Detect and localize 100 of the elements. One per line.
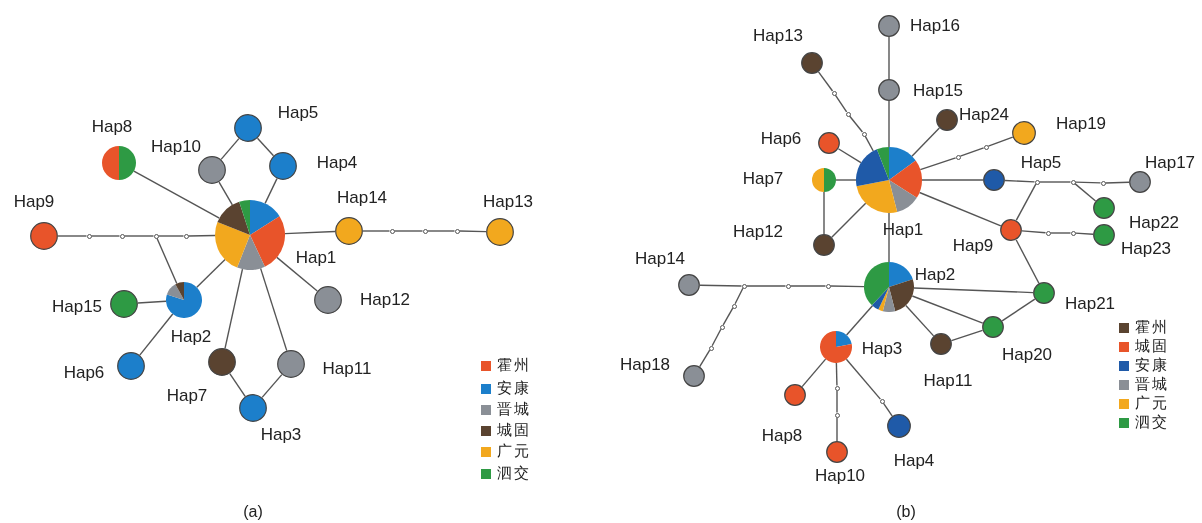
connector-line bbox=[711, 328, 722, 347]
connector-line bbox=[256, 137, 275, 157]
haplotype-label: Hap21 bbox=[1064, 294, 1116, 312]
haplotype-circle bbox=[314, 286, 342, 314]
haplotype-circle bbox=[239, 394, 267, 422]
haplotype-circle bbox=[887, 414, 911, 438]
legend-label: 霍州 bbox=[497, 358, 531, 373]
legend-label: 城固 bbox=[497, 423, 531, 438]
haplotype-circle bbox=[813, 234, 835, 256]
haplotype-label: Hap2 bbox=[914, 265, 956, 283]
haplotype-circle bbox=[678, 274, 700, 296]
haplotype-pie bbox=[820, 331, 852, 363]
connector-line bbox=[220, 137, 240, 161]
haplotype-label: Hap5 bbox=[1020, 153, 1062, 171]
connector-line bbox=[1049, 232, 1072, 234]
connector-line bbox=[921, 179, 984, 181]
haplotype-label: Hap18 bbox=[619, 355, 671, 373]
haplotype-label: Hap1 bbox=[882, 220, 924, 238]
haplotype-label: Hap11 bbox=[322, 359, 372, 377]
connector-line bbox=[133, 170, 221, 219]
connector-line bbox=[836, 416, 838, 442]
haplotype-pie bbox=[215, 200, 285, 270]
haplotype-label: Hap13 bbox=[752, 26, 804, 44]
legend-label: 泗交 bbox=[1135, 415, 1169, 430]
haplotype-label: Hap1 bbox=[295, 248, 337, 266]
connector-line bbox=[913, 287, 1034, 294]
connector-line bbox=[864, 135, 874, 152]
connector-line bbox=[1074, 181, 1102, 184]
connector-line bbox=[835, 362, 838, 387]
legend-label: 广元 bbox=[1135, 396, 1169, 411]
connector-line bbox=[187, 234, 216, 237]
haplotype-circle bbox=[936, 109, 958, 131]
connector-line bbox=[834, 94, 848, 113]
haplotype-label: Hap9 bbox=[952, 236, 994, 254]
haplotype-circle bbox=[110, 290, 138, 318]
connector-line bbox=[1015, 183, 1037, 222]
haplotype-circle bbox=[1000, 219, 1022, 241]
haplotype-circle bbox=[930, 333, 952, 355]
haplotype-pie bbox=[812, 168, 836, 192]
haplotype-pie bbox=[856, 147, 922, 213]
haplotype-label: Hap7 bbox=[166, 386, 208, 404]
connector-line bbox=[699, 349, 711, 368]
connector-line bbox=[905, 304, 935, 337]
haplotype-circle bbox=[1012, 121, 1036, 145]
connector-line bbox=[229, 372, 246, 398]
haplotype-circle bbox=[1129, 171, 1151, 193]
haplotype-label: Hap2 bbox=[170, 327, 212, 345]
connector-line bbox=[950, 329, 984, 342]
connector-line bbox=[823, 191, 825, 235]
haplotype-pie bbox=[102, 146, 136, 180]
connector-line bbox=[831, 202, 867, 238]
haplotype-circle bbox=[198, 156, 226, 184]
haplotype-circle bbox=[683, 365, 705, 387]
haplotype-circle bbox=[878, 15, 900, 37]
haplotype-label: Hap8 bbox=[761, 426, 803, 444]
haplotype-circle bbox=[269, 152, 297, 180]
haplotype-circle bbox=[1093, 197, 1115, 219]
connector-line bbox=[90, 235, 121, 237]
haplotype-label: Hap16 bbox=[909, 16, 961, 34]
haplotype-circle bbox=[208, 348, 236, 376]
connector-line bbox=[882, 402, 893, 417]
connector-line bbox=[829, 285, 865, 288]
haplotype-label: Hap4 bbox=[316, 153, 358, 171]
haplotype-label: Hap5 bbox=[277, 103, 319, 121]
connector-line bbox=[911, 127, 941, 157]
haplotype-circle bbox=[801, 52, 823, 74]
connector-line bbox=[137, 300, 167, 304]
haplotype-label: Hap19 bbox=[1055, 114, 1107, 132]
connector-line bbox=[393, 230, 424, 232]
connector-line bbox=[845, 358, 882, 400]
haplotype-label: Hap22 bbox=[1128, 213, 1180, 231]
haplotype-circle bbox=[784, 384, 806, 406]
haplotype-label: Hap3 bbox=[260, 425, 302, 443]
haplotype-circle bbox=[982, 316, 1004, 338]
connector-line bbox=[284, 230, 336, 235]
connector-line bbox=[123, 235, 155, 237]
connector-line bbox=[817, 71, 834, 92]
legend-label: 城固 bbox=[1135, 339, 1169, 354]
haplotype-circle bbox=[818, 132, 840, 154]
connector-line bbox=[264, 177, 278, 205]
connector-line bbox=[888, 212, 890, 263]
legend-label: 泗交 bbox=[497, 466, 531, 481]
haplotype-label: Hap6 bbox=[760, 129, 802, 147]
connector-line bbox=[836, 389, 838, 414]
haplotype-circle bbox=[486, 218, 514, 246]
connector-line bbox=[362, 230, 391, 232]
connector-line bbox=[1038, 181, 1072, 183]
haplotype-label: Hap9 bbox=[13, 192, 55, 210]
haplotype-label: Hap10 bbox=[814, 466, 866, 484]
haplotype-label: Hap20 bbox=[1001, 345, 1053, 363]
legend-label: 安康 bbox=[497, 381, 531, 396]
haplotype-label: Hap11 bbox=[923, 371, 973, 389]
haplotype-circle bbox=[1093, 224, 1115, 246]
connector-line bbox=[837, 148, 862, 164]
connector-line bbox=[1021, 230, 1047, 234]
haplotype-circle bbox=[335, 217, 363, 245]
haplotype-label: Hap17 bbox=[1144, 153, 1196, 171]
connector-line bbox=[918, 191, 1002, 227]
connector-line bbox=[959, 147, 985, 157]
haplotype-label: Hap12 bbox=[732, 222, 784, 240]
